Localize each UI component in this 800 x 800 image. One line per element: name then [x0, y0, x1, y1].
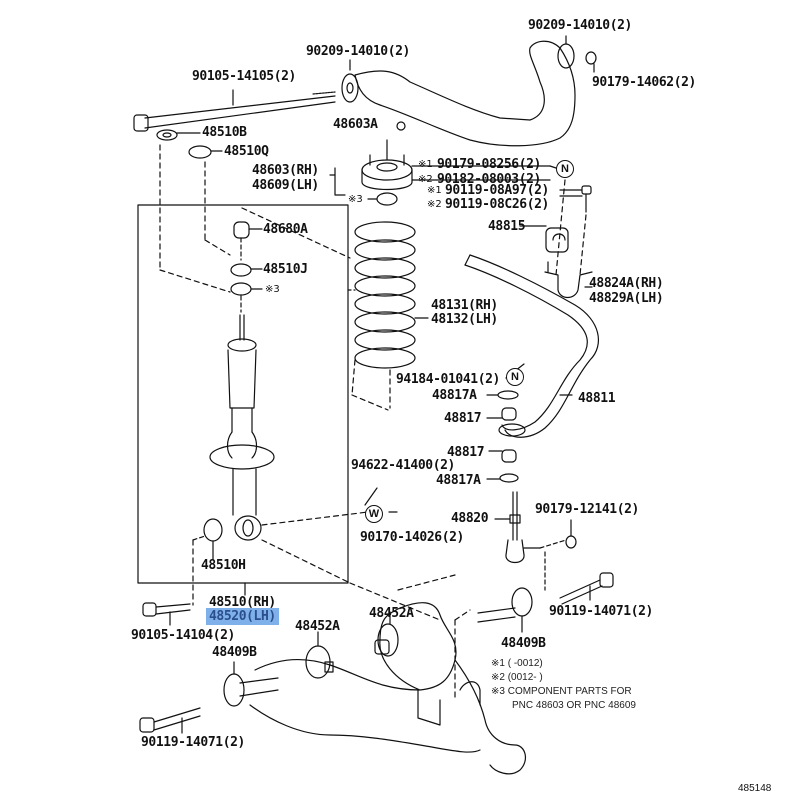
part-label[interactable]: 48409B — [501, 636, 546, 651]
selected-part-label[interactable]: 48520(LH) — [206, 608, 279, 625]
part-label[interactable]: 48510(RH) — [209, 595, 276, 610]
part-label[interactable]: 90119-08A97(2) — [445, 183, 549, 198]
shock-lower-bolt — [142, 602, 191, 626]
bound-stopper-parts — [159, 207, 351, 313]
cam-plates — [223, 587, 533, 707]
lower-arm-bushings — [305, 611, 399, 679]
footnote-1: ※1 ( -0012) — [491, 658, 543, 669]
figure-id: 485148 — [738, 783, 772, 794]
part-label[interactable]: 48817A — [436, 473, 481, 488]
stabilizer-bushing-bracket — [519, 225, 593, 299]
part-label[interactable]: 90105-14105(2) — [192, 69, 296, 84]
part-label[interactable]: 90209-14010(2) — [306, 44, 410, 59]
stabilizer-link — [494, 491, 577, 591]
part-label[interactable]: 48603(RH) — [252, 163, 319, 178]
part-label[interactable]: 48811 — [578, 391, 616, 406]
part-label[interactable]: 48510H — [201, 558, 246, 573]
circle-w-icon: W — [365, 505, 383, 523]
circle-n-icon: N — [556, 160, 574, 178]
part-label[interactable]: 48680A — [263, 222, 308, 237]
note-marker-2: ※2 — [418, 174, 433, 185]
part-label[interactable]: 48603A — [333, 117, 378, 132]
part-label[interactable]: 48820 — [451, 511, 489, 526]
note-marker-3: ※3 — [348, 194, 363, 205]
stabilizer-cushions — [486, 390, 519, 483]
part-label[interactable]: 90119-14071(2) — [141, 735, 245, 750]
part-label[interactable]: 48452A — [295, 619, 340, 634]
note-marker-3: ※3 — [265, 284, 280, 295]
upper-control-arm — [341, 35, 597, 147]
part-label[interactable]: 90179-12141(2) — [535, 502, 639, 517]
note-marker-1: ※1 — [418, 159, 433, 170]
shock-assembly-frame — [137, 204, 349, 596]
footnote-3-continued: PNC 48603 OR PNC 48609 — [512, 700, 636, 711]
part-label[interactable]: 90179-14062(2) — [592, 75, 696, 90]
upper-support — [329, 139, 557, 206]
note-marker-1: ※1 — [427, 185, 442, 196]
part-label[interactable]: 48510B — [202, 125, 247, 140]
part-label[interactable]: 48131(RH) — [431, 298, 498, 313]
washers-upper-left — [156, 129, 223, 271]
part-label[interactable]: 90209-14010(2) — [528, 18, 632, 33]
footnote-2: ※2 (0012- ) — [491, 672, 543, 683]
part-label[interactable]: 94184-01041(2) — [396, 372, 500, 387]
part-label[interactable]: 90170-14026(2) — [360, 530, 464, 545]
part-label[interactable]: 48609(LH) — [252, 178, 319, 193]
stabilizer-bar — [464, 254, 599, 438]
bump-stopper-small — [396, 121, 406, 131]
part-label[interactable]: 48452A — [369, 606, 414, 621]
part-label[interactable]: 48817A — [432, 388, 477, 403]
part-label[interactable]: 48817 — [447, 445, 485, 460]
circle-n-icon: N — [506, 368, 524, 386]
part-label[interactable]: 48409B — [212, 645, 257, 660]
coil-spring — [347, 221, 429, 411]
part-label[interactable]: 90179-08256(2) — [437, 157, 541, 172]
shock-absorber — [192, 314, 441, 621]
part-label[interactable]: 48132(LH) — [431, 312, 498, 327]
note-marker-2: ※2 — [427, 199, 442, 210]
part-label[interactable]: 90119-08C26(2) — [445, 197, 549, 212]
part-label[interactable]: 48824A(RH) — [589, 276, 664, 291]
upper-arm-bolt — [133, 89, 336, 132]
part-label[interactable]: 90182-08003(2) — [437, 172, 541, 187]
part-label[interactable]: 48829A(LH) — [589, 291, 664, 306]
part-label[interactable]: 94622-41400(2) — [351, 458, 455, 473]
part-label[interactable]: 48510J — [263, 262, 308, 277]
part-label[interactable]: 90105-14104(2) — [131, 628, 235, 643]
part-label[interactable]: 48815 — [488, 219, 526, 234]
footnote-3: ※3 COMPONENT PARTS FOR — [491, 686, 632, 697]
part-label[interactable]: 48510Q — [224, 144, 269, 159]
lower-arm-bolts — [139, 572, 614, 734]
part-label[interactable]: 90119-14071(2) — [549, 604, 653, 619]
lower-control-arm — [249, 574, 527, 775]
part-label[interactable]: 48817 — [444, 411, 482, 426]
